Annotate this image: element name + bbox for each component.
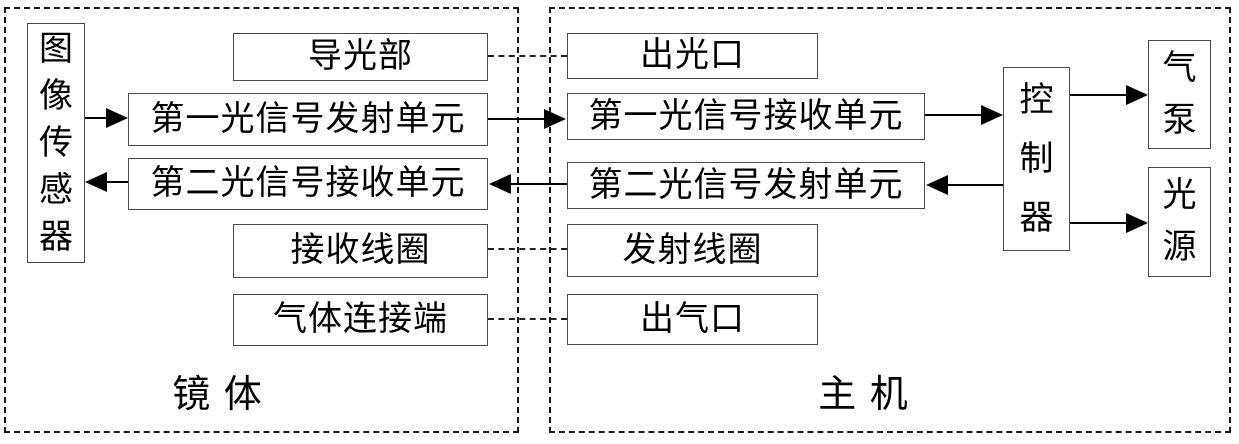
box-image-sensor: 图像传感器 <box>27 23 85 263</box>
arrow-right-icon <box>981 105 1003 125</box>
box-controller: 控制器 <box>1003 67 1070 251</box>
box-second-optical-tx: 第二光信号发射单元 <box>567 162 925 209</box>
box-air-pump: 气泵 <box>1148 40 1211 149</box>
connector-controller-to-light-source-line <box>1070 222 1128 224</box>
box-gas-outlet: 出气口 <box>567 294 818 345</box>
main-unit-group-label: 主 机 <box>818 374 910 416</box>
arrow-right-icon <box>1126 213 1148 233</box>
box-light-outlet: 出光口 <box>567 33 818 79</box>
box-gas-connector: 气体连接端 <box>233 294 488 346</box>
scope-body-group-frame <box>4 7 519 433</box>
box-first-optical-rx: 第一光信号接收单元 <box>567 93 925 140</box>
connector-sensor-to-first-tx-line <box>85 117 108 119</box>
box-light-source: 光源 <box>1148 167 1211 277</box>
arrow-left-icon <box>489 174 511 194</box>
scope-body-group-label: 镜 体 <box>172 374 264 416</box>
connector-second-tx-to-second-rx-line <box>510 183 567 185</box>
connector-gas-connector-to-gas-outlet-dashed <box>488 318 567 320</box>
box-second-optical-rx: 第二光信号接收单元 <box>128 158 488 210</box>
connector-rx-coil-to-tx-coil-dashed <box>488 248 567 250</box>
arrow-left-icon <box>926 175 948 195</box>
connector-controller-to-air-pump-line <box>1070 94 1128 96</box>
arrow-right-icon <box>1126 85 1148 105</box>
connector-controller-to-second-tx-line <box>948 184 1003 186</box>
connector-first-tx-to-first-rx-line <box>488 118 546 120</box>
main-unit-group-frame <box>549 7 1231 433</box>
arrow-right-icon <box>544 109 566 129</box>
box-first-optical-tx: 第一光信号发射单元 <box>128 93 488 146</box>
connector-light-guide-to-light-outlet-dashed <box>488 55 567 57</box>
arrow-right-icon <box>106 108 128 128</box>
box-receiving-coil: 接收线圈 <box>233 224 488 278</box>
arrow-left-icon <box>85 172 107 192</box>
connector-second-rx-to-sensor-line <box>106 181 128 183</box>
connector-first-rx-to-controller-line <box>925 114 983 116</box>
box-transmitting-coil: 发射线圈 <box>567 224 818 277</box>
box-light-guide: 导光部 <box>233 33 488 81</box>
